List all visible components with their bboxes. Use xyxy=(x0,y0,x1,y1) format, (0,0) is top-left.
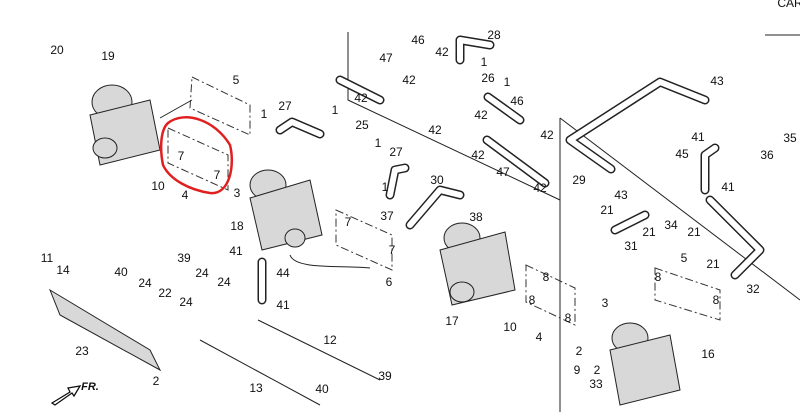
callout: 25 xyxy=(355,118,369,132)
callout: 23 xyxy=(75,344,89,358)
header-title-fragment: CAR xyxy=(777,0,800,10)
callout: 41 xyxy=(691,130,705,144)
frame-lines xyxy=(159,32,800,412)
callout: 20 xyxy=(50,43,64,57)
callout: 13 xyxy=(249,381,263,395)
callout: 2 xyxy=(594,363,601,377)
callout: 8 xyxy=(565,311,572,325)
callout: 7 xyxy=(389,243,396,257)
callout: 8 xyxy=(529,293,536,307)
callout: 33 xyxy=(589,377,603,391)
callout: 21 xyxy=(706,257,720,271)
callout: 17 xyxy=(445,314,459,328)
carburetor-16 xyxy=(609,322,681,406)
callout: 3 xyxy=(234,186,241,200)
callout: 21 xyxy=(687,225,701,239)
callout: 14 xyxy=(56,263,70,277)
callout: 21 xyxy=(600,203,614,217)
callout: 2 xyxy=(153,374,160,388)
callout: 35 xyxy=(783,131,797,145)
callout: 1 xyxy=(332,103,339,117)
callout: 30 xyxy=(430,173,444,187)
rods xyxy=(48,254,381,406)
callout: 24 xyxy=(179,295,193,309)
callout: 7 xyxy=(345,215,352,229)
carburetor-18 xyxy=(249,169,323,251)
callout: 41 xyxy=(721,180,735,194)
callout: 1 xyxy=(382,180,389,194)
callout: 42 xyxy=(428,123,442,137)
callout: 28 xyxy=(487,28,501,42)
callout: 19 xyxy=(101,49,115,63)
fr-label: FR. xyxy=(81,381,99,393)
carburetor-17 xyxy=(439,222,516,306)
callout: 44 xyxy=(276,266,290,280)
callout: 42 xyxy=(540,128,554,142)
callout: 1 xyxy=(504,75,511,89)
callout: 45 xyxy=(675,147,689,161)
callout-labels: 20 19 5 1 27 7 7 10 4 3 1 25 1 27 1 37 3… xyxy=(41,28,797,396)
callout: 10 xyxy=(151,179,165,193)
callout: 42 xyxy=(533,181,547,195)
callout: 43 xyxy=(614,188,628,202)
callout: 22 xyxy=(158,286,172,300)
callout: 42 xyxy=(435,45,449,59)
callout: 18 xyxy=(230,219,244,233)
callout: 9 xyxy=(574,363,581,377)
callout: 12 xyxy=(323,333,337,347)
callout: 8 xyxy=(713,293,720,307)
callout: 34 xyxy=(664,218,678,232)
callout: 46 xyxy=(411,33,425,47)
callout: 38 xyxy=(469,210,483,224)
callout: 39 xyxy=(177,251,191,265)
callout: 31 xyxy=(624,239,638,253)
callout: 32 xyxy=(746,282,760,296)
callout: 47 xyxy=(379,51,393,65)
callout: 16 xyxy=(701,347,715,361)
callout: 2 xyxy=(576,344,583,358)
callout: 4 xyxy=(182,188,189,202)
callout: 27 xyxy=(278,99,292,113)
callout: 8 xyxy=(655,270,662,284)
callout: 37 xyxy=(380,209,394,223)
callout: 41 xyxy=(276,298,290,312)
callout: 46 xyxy=(510,94,524,108)
callout: 5 xyxy=(233,73,240,87)
callout: 39 xyxy=(378,369,392,383)
callout: 42 xyxy=(402,73,416,87)
callout: 8 xyxy=(543,270,550,284)
callout: 5 xyxy=(681,251,688,265)
carburetor-19 xyxy=(89,84,161,166)
callout: 1 xyxy=(481,55,488,69)
callout: 42 xyxy=(474,108,488,122)
callout: 11 xyxy=(41,251,54,265)
hoses xyxy=(257,35,765,305)
callout: 42 xyxy=(471,148,485,162)
callout: 43 xyxy=(710,74,724,88)
callout: 6 xyxy=(386,275,393,289)
callout: 4 xyxy=(536,330,543,344)
highlight-circle xyxy=(159,116,234,195)
callout: 24 xyxy=(195,266,209,280)
front-direction-arrow: FR. xyxy=(50,381,99,406)
callout: 24 xyxy=(138,276,152,290)
callout: 41 xyxy=(229,244,243,258)
callout: 10 xyxy=(503,320,517,334)
callout: 26 xyxy=(481,71,495,85)
callout: 27 xyxy=(389,145,403,159)
callout: 36 xyxy=(760,148,774,162)
callout: 47 xyxy=(496,165,510,179)
callout: 29 xyxy=(572,173,586,187)
callout: 7 xyxy=(214,168,221,182)
callout: 3 xyxy=(602,296,609,310)
callout: 7 xyxy=(178,149,185,163)
callout: 42 xyxy=(354,91,368,105)
callout: 40 xyxy=(114,265,128,279)
callout: 1 xyxy=(261,107,268,121)
callout: 21 xyxy=(642,225,656,239)
callout: 1 xyxy=(375,136,382,150)
callout: 40 xyxy=(315,382,329,396)
callout: 24 xyxy=(217,275,231,289)
